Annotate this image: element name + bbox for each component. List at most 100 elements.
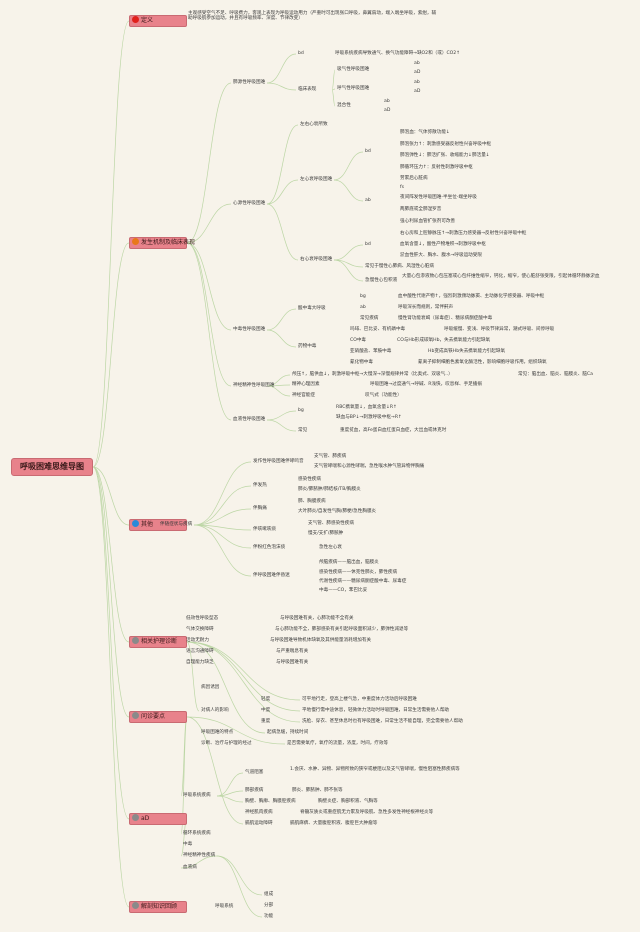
topic-node[interactable]: 氰化物中毒 (350, 360, 373, 365)
topic-node[interactable]: 膈肌麻痹、大量腹腔积液、腹腔巨大肿瘤等 (290, 821, 378, 826)
topic-node[interactable]: 轻度 (261, 697, 271, 702)
topic-node[interactable]: 呼吸深长而规则，常伴鼾声 (398, 305, 454, 310)
topic-node[interactable]: 神经精神性呼吸困难 (233, 383, 275, 388)
topic-node[interactable]: 感染性疾病 (298, 477, 321, 482)
root-node[interactable]: 呼吸困难思维导图 (11, 458, 93, 476)
topic-node[interactable]: 常见：脑出血、脑炎、脑膜炎、脑Ca (518, 372, 593, 377)
topic-node[interactable]: 大叶肺炎/自发性气胸/肺梗/急性胸膜炎 (298, 509, 377, 514)
topic-node[interactable]: 与呼吸困难导致机体缺氧及其供能量消耗增加有关 (270, 638, 372, 643)
topic-node[interactable]: 洗脸、穿衣、甚至休息时也有呼吸困难，日常生活不能自理，完全需要他人帮助 (302, 719, 463, 724)
topic-node[interactable]: 神经肌肉疾病 (245, 810, 273, 815)
topic-node[interactable]: 肺泡血：气体弥散功能↓ (400, 130, 450, 135)
topic-node[interactable]: 肺泡张力↑：刺激感受器反射性兴奋呼吸中枢 (400, 142, 492, 147)
topic-node[interactable]: aD (414, 70, 421, 75)
category-node-6[interactable]: aD (129, 813, 187, 825)
topic-node[interactable]: ab (384, 99, 390, 104)
topic-node[interactable]: 支气管、肺疾病 (314, 454, 347, 459)
topic-node[interactable]: 重度 (261, 719, 271, 724)
topic-node[interactable]: 肺部疾病 (245, 788, 264, 793)
topic-node[interactable]: CO与Hb形成碳氧Hb，失去携氧能力引起缺氧 (397, 338, 491, 343)
topic-node[interactable]: 与心肺功能不全，肺部感染有关引起呼吸面积减少，肺弹性减退等 (275, 627, 409, 632)
topic-node[interactable]: 吸气性呼吸困难 (337, 67, 370, 72)
topic-node[interactable]: 肺泡弹性↓：肺活扩张、收缩能力↓肺活量↓ (400, 153, 490, 158)
topic-node[interactable]: 组成 (264, 892, 274, 897)
topic-node[interactable]: 药物中毒 (298, 344, 317, 349)
topic-node[interactable]: ab (414, 61, 420, 66)
topic-node[interactable]: 肺源性呼吸困难 (233, 80, 266, 85)
category-node-3[interactable]: 其他 (129, 519, 187, 531)
category-node-2[interactable]: 发生机制及临床表现 (129, 237, 195, 249)
topic-node[interactable]: 常见疾病 (360, 316, 379, 321)
topic-node[interactable]: 血中酸性代谢产物↑，强烈刺激颈动脉窦、主动脉化学感受器、呼吸中枢 (398, 294, 545, 299)
topic-node[interactable]: 自理能力缺乏 (186, 660, 214, 665)
topic-node[interactable]: 大量心包渗液致心包压塞或心包纤维性缩窄，钙化，缩窄，使心脏舒张受限，引起体循环静… (402, 274, 600, 279)
topic-node[interactable]: 活动无耐力 (186, 638, 209, 643)
topic-node[interactable]: 急性左心衰 (319, 545, 342, 550)
topic-node[interactable]: 呼吸系统 (215, 904, 234, 909)
topic-node[interactable]: 血液病 (183, 865, 197, 870)
topic-node[interactable]: 呼吸系统疾病 (183, 793, 211, 798)
topic-node[interactable]: 胸壁、胸廓、胸膜腔疾病 (245, 799, 296, 804)
topic-node[interactable]: 呼吸困难→过度通气→呼碱、R浅快，叹息样、手足搐搦 (370, 382, 482, 387)
topic-node[interactable]: 分部 (264, 903, 274, 908)
topic-node[interactable]: 混合性 (337, 103, 351, 108)
topic-node[interactable]: 低效性呼吸型态 (186, 616, 219, 621)
category-node-7[interactable]: 解剖知识回顾 (129, 901, 187, 913)
topic-node[interactable]: 伴呼吸困难伴昏迷 (253, 573, 290, 578)
topic-node[interactable]: 氰离子抑制细胞色素氧化酶活性，影响细胞呼吸作用，组织缺氧 (418, 360, 547, 365)
topic-node[interactable]: 心源性呼吸困难 (233, 201, 266, 206)
topic-node[interactable]: 中毒性呼吸困难 (233, 327, 266, 332)
topic-node[interactable]: 神经官能症 (292, 393, 315, 398)
topic-node[interactable]: 功能 (264, 914, 274, 919)
topic-node[interactable]: 叹气式（功能性） (365, 393, 402, 398)
topic-node[interactable]: 常见于慢性心肺病、风湿性心脏病 (365, 264, 434, 269)
topic-node[interactable]: 呼吸困难的特点 (201, 730, 234, 735)
topic-node[interactable]: 与严重喘息有关 (276, 649, 309, 654)
topic-node[interactable]: 伴咳嗽咳痰 (253, 527, 276, 532)
topic-node[interactable]: bd (365, 242, 371, 247)
topic-node[interactable]: 是否需要氧疗，氧疗的流量，浓度，时间，疗效等 (287, 741, 389, 746)
category-node-4[interactable]: 相关护理诊断 (129, 636, 187, 648)
topic-node[interactable]: RBC携氧量↓，血氧含量↓R↑ (336, 405, 397, 410)
topic-node[interactable]: aD (384, 108, 391, 113)
topic-node[interactable]: 左右心衰所致 (300, 122, 328, 127)
topic-node[interactable]: 亚硝酸盐、苯胺中毒 (350, 349, 392, 354)
topic-node[interactable]: ab (365, 198, 371, 203)
topic-node[interactable]: 支气管、肺感染性疾病 (308, 521, 354, 526)
topic-node[interactable]: 吗啡、巴比妥、有机磷中毒 (350, 327, 406, 332)
topic-node[interactable]: 可平地行走，登高上楼气急，中重度体力活动后呼吸困难 (302, 697, 417, 702)
topic-node[interactable]: 与呼吸困难有关 (276, 660, 309, 665)
topic-node[interactable]: 代谢性疾病——糖尿病酮症酸中毒、尿毒症 (319, 579, 407, 584)
topic-node[interactable]: 发作性呼吸困难伴哮鸣音 (253, 459, 304, 464)
topic-node[interactable]: 临床表现 (298, 87, 317, 92)
topic-node[interactable]: 与呼吸困难有关，心肺功能不全有关 (280, 616, 354, 621)
topic-node[interactable]: bg (360, 294, 366, 299)
topic-node[interactable]: 血氧含量↓，酸性产物堆积→刺激呼吸中枢 (400, 242, 486, 247)
topic-node[interactable]: 语言沟通障碍 (186, 649, 214, 654)
topic-node[interactable]: 1.会厌、水肿、异物、异物所致的狭窄或梗阻以及支气管哮喘，慢性阻塞性肺疾病等 (290, 767, 460, 772)
topic-node[interactable]: 慢性肾功能衰竭（尿毒症）、糖尿病酮症酸中毒 (398, 316, 493, 321)
topic-node[interactable]: 精神心理因素 (292, 382, 320, 387)
topic-node[interactable]: 右心房和上腔静脉压↑→刺激压力感受器→反射性兴奋呼吸中枢 (400, 231, 527, 236)
topic-node[interactable]: 伴胸痛 (253, 506, 267, 511)
topic-node[interactable]: 神经精神性疾病 (183, 853, 216, 858)
topic-node[interactable]: 气道阻塞 (245, 770, 264, 775)
topic-node[interactable]: 酸中毒大呼吸 (298, 306, 326, 311)
topic-node[interactable]: 支气管哮喘和心源性哮喘，急性喉水肿气管异物伴胸痛 (314, 464, 425, 469)
topic-node[interactable]: 循环系统疾病 (183, 831, 211, 836)
topic-node[interactable]: aD (414, 89, 421, 94)
topic-node[interactable]: 劳累后心脏病 (400, 176, 428, 181)
topic-node[interactable]: bd (365, 149, 371, 154)
topic-node[interactable]: 胸壁炎症、胸部积液、气胸等 (318, 799, 378, 804)
topic-node[interactable]: Hb变成高铁Hb失去携氧能力引起缺氧 (428, 349, 506, 354)
category-node-1[interactable]: 定义 (129, 15, 187, 27)
topic-node[interactable]: 病因诱因 (201, 685, 220, 690)
topic-node[interactable]: 伴粉红色泡沫痰 (253, 545, 286, 550)
topic-node[interactable]: CO中毒 (350, 338, 367, 343)
topic-node[interactable]: 起病急缓，持续时间 (267, 730, 309, 735)
topic-node[interactable]: 两肺底或全肺湿罗音 (400, 207, 442, 212)
topic-node[interactable]: 重度贫血，高Fe蛋白血红蛋白血症，大出血或休克时 (340, 428, 447, 433)
topic-node[interactable]: 气体交换障碍 (186, 627, 214, 632)
topic-node[interactable]: ab (414, 80, 420, 85)
topic-node[interactable]: 夜间阵发性呼吸困难-半坐位-端坐呼吸 (400, 195, 477, 200)
